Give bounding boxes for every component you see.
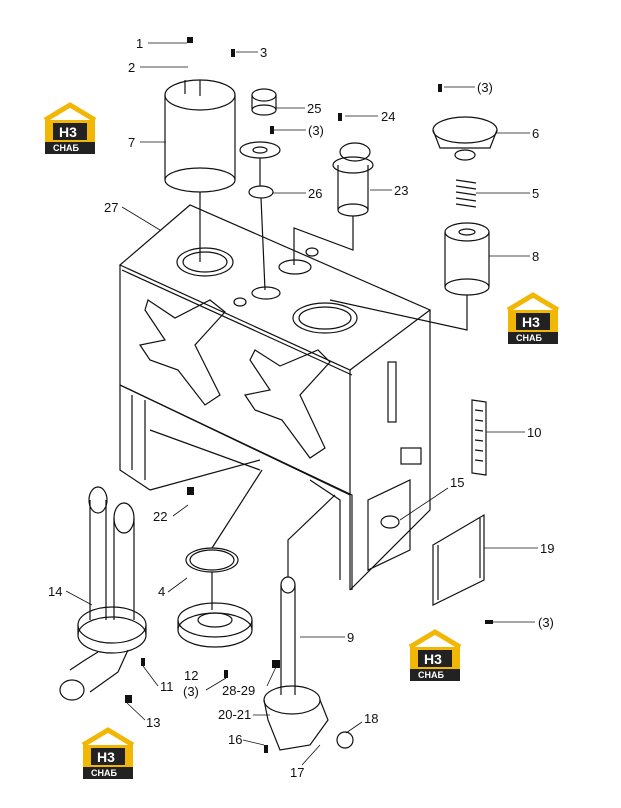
logo-right: H3 СНАБ xyxy=(506,292,560,344)
label-14: 14 xyxy=(48,584,62,599)
part-25-cap xyxy=(239,88,281,291)
label-12: 12 xyxy=(184,668,198,683)
part-4-gasket xyxy=(185,469,263,610)
label-4: 4 xyxy=(158,584,165,599)
label-15: 15 xyxy=(450,475,464,490)
label-23: 23 xyxy=(394,183,408,198)
bolts xyxy=(125,37,493,753)
label-22: 22 xyxy=(153,509,167,524)
part-9-return-pipe xyxy=(263,494,336,751)
svg-text:H3: H3 xyxy=(59,124,77,140)
label-7: 7 xyxy=(128,135,135,150)
label-9: 9 xyxy=(347,630,354,645)
label-8: 8 xyxy=(532,249,539,264)
part-6-cover xyxy=(432,116,498,161)
label-3d: (3) xyxy=(538,615,554,630)
label-11: 11 xyxy=(160,679,174,694)
part-18-plug xyxy=(336,731,354,749)
label-10: 10 xyxy=(527,425,541,440)
label-20-21: 20-21 xyxy=(218,707,251,722)
bolt-13 xyxy=(125,695,132,703)
bolt-16 xyxy=(264,745,268,753)
leader-lines xyxy=(65,42,538,766)
bolt-3 xyxy=(231,49,235,57)
label-19: 19 xyxy=(540,541,554,556)
label-5: 5 xyxy=(532,186,539,201)
label-3: 3 xyxy=(260,45,267,60)
part-8-element xyxy=(329,222,490,331)
bolt-3a xyxy=(438,84,442,92)
svg-text:H3: H3 xyxy=(97,749,115,765)
bolt-3c xyxy=(224,670,228,678)
logo-bottom-center: H3 СНАБ xyxy=(408,629,462,681)
logo-top-left: H3 СНАБ xyxy=(43,102,97,154)
svg-text:СНАБ: СНАБ xyxy=(516,333,542,343)
part-5-spring xyxy=(455,179,477,208)
bolt-11 xyxy=(141,658,145,666)
svg-text:H3: H3 xyxy=(424,651,442,667)
label-1: 1 xyxy=(136,36,143,51)
label-26: 26 xyxy=(308,186,322,201)
svg-text:СНАБ: СНАБ xyxy=(91,768,117,778)
bolt-24 xyxy=(338,113,342,121)
tank-body xyxy=(118,204,432,591)
bolt-28 xyxy=(272,660,280,668)
logo-bottom-left: H3 СНАБ xyxy=(81,727,135,779)
label-6: 6 xyxy=(532,126,539,141)
label-18: 18 xyxy=(364,711,378,726)
label-24: 24 xyxy=(381,109,395,124)
part-12-flange xyxy=(177,602,253,648)
svg-text:СНАБ: СНАБ xyxy=(418,670,444,680)
label-25: 25 xyxy=(307,101,321,116)
bolt-22 xyxy=(187,487,194,495)
part-14-suction xyxy=(59,486,147,701)
label-27: 27 xyxy=(104,200,118,215)
label-3b: (3) xyxy=(308,123,324,138)
label-28-29: 28-29 xyxy=(222,683,255,698)
label-13: 13 xyxy=(146,715,160,730)
part-labels: 1 2 3 7 25 (3) 24 26 23 (3) 6 5 8 27 10 … xyxy=(48,36,554,780)
part-7-housing xyxy=(164,79,236,262)
part-10-gauge xyxy=(471,399,487,476)
bolt-3d xyxy=(485,620,493,624)
label-3c: (3) xyxy=(183,684,199,699)
label-17: 17 xyxy=(290,765,304,780)
svg-text:СНАБ: СНАБ xyxy=(53,143,79,153)
part-19-cover xyxy=(432,513,485,606)
label-16: 16 xyxy=(228,732,242,747)
bolt-1 xyxy=(187,37,193,43)
part-23-strainer xyxy=(293,142,374,265)
svg-text:H3: H3 xyxy=(522,314,540,330)
bolt-3b xyxy=(270,126,274,134)
label-2: 2 xyxy=(128,60,135,75)
label-3a: (3) xyxy=(477,80,493,95)
